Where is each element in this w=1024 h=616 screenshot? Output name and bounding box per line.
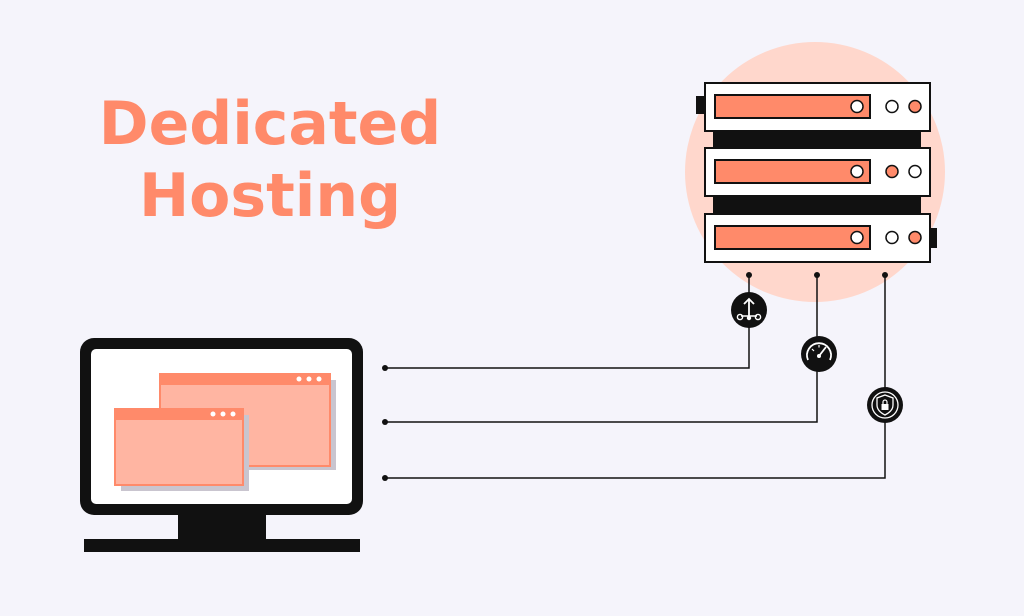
server-unit-3: [704, 213, 937, 263]
window-front-titlebar: [115, 408, 243, 420]
security-shield-lock-icon: [867, 387, 903, 423]
connection-line-1: [385, 275, 750, 369]
endpoint-2-left: [382, 419, 388, 425]
endpoint-2-top: [814, 272, 820, 278]
server-unit-1-ear: [696, 96, 706, 114]
window-front-dot-1: [210, 411, 216, 417]
network-upload-icon: [731, 292, 767, 328]
window-back-dot-3: [316, 376, 322, 382]
server-unit-1: [696, 82, 931, 132]
endpoint-1-left: [382, 365, 388, 371]
server-unit-3-ear: [929, 228, 937, 248]
server-unit-3-status-light-a: [885, 230, 899, 245]
endpoint-3-left: [382, 475, 388, 481]
server-unit-2-status-light-a: [885, 164, 899, 179]
server-unit-2-drive: [714, 159, 871, 184]
desktop-computer: [80, 338, 363, 552]
title-line-2: Hosting: [138, 161, 402, 231]
endpoint-3-top: [882, 272, 888, 278]
monitor-stand-base: [84, 539, 360, 552]
connection-line-3: [385, 275, 886, 479]
title-line-1: Dedicated: [98, 89, 442, 159]
page-title: Dedicated Hosting: [60, 88, 480, 232]
endpoint-1-top: [746, 272, 752, 278]
server-unit-1-drive: [714, 94, 871, 119]
connection-line-2: [385, 275, 818, 423]
server-unit-1-status-light-a: [885, 99, 899, 114]
speedometer-icon: [801, 336, 837, 372]
server-unit-1-drive-light: [850, 99, 864, 114]
server-unit-2-status-light-b: [908, 164, 922, 179]
server-unit-3-drive: [714, 225, 871, 250]
server-unit-1-status-light-b: [908, 99, 922, 114]
server-unit-3-status-light-b: [908, 230, 922, 245]
window-front-dot-2: [220, 411, 226, 417]
window-back-titlebar: [160, 373, 330, 385]
window-front: [114, 408, 249, 491]
server-unit-3-drive-light: [850, 230, 864, 245]
connection-endpoints: [382, 272, 888, 481]
window-front-body: [114, 408, 244, 486]
server-unit-2: [704, 147, 931, 197]
window-back-dot-1: [296, 376, 302, 382]
server-rack: [696, 82, 937, 263]
server-unit-2-drive-light: [850, 164, 864, 179]
window-back-dot-2: [306, 376, 312, 382]
connections: [385, 275, 886, 479]
window-front-dot-3: [230, 411, 236, 417]
